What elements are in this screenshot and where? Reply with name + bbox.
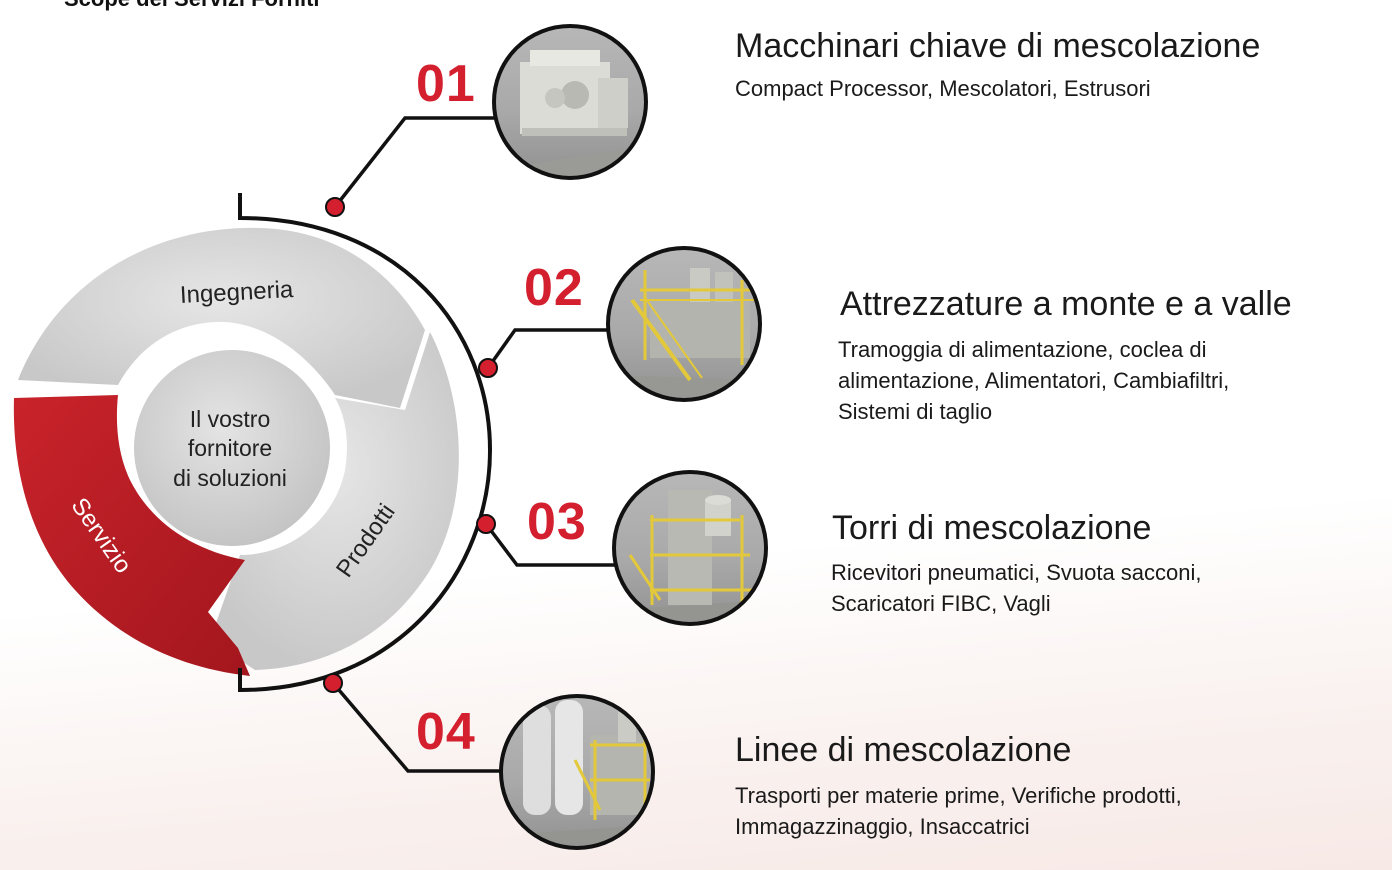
step-desc-02: Tramoggia di alimentazione, coclea di al…: [838, 334, 1229, 428]
center-line-1: Il vostro: [189, 406, 271, 432]
connectors: [331, 116, 628, 773]
segment-prodotti: [210, 332, 459, 670]
step-desc-03-line-2: Scaricatori FIBC, Vagli: [831, 591, 1051, 617]
center-line-3: di soluzioni: [173, 464, 287, 491]
step-title-02: Attrezzature a monte e a valle: [840, 285, 1292, 323]
step-number-04: 04: [416, 703, 476, 761]
step-title-04: Linee di mescolazione: [735, 731, 1072, 769]
step-title-01: Macchinari chiave di mescolazione: [735, 27, 1261, 65]
step-desc-04-line-1: Trasporti per materie prime, Verifiche p…: [735, 783, 1182, 808]
image-mixing-tower: [612, 470, 768, 626]
step-title-03: Torri di mescolazione: [832, 509, 1152, 547]
segment-servizio: [13, 395, 251, 676]
dot-02: [478, 358, 498, 378]
segment-ingegneria: [18, 227, 425, 408]
dot-04: [323, 673, 343, 693]
step-desc-01: Compact Processor, Mescolatori, Estrusor…: [735, 76, 1151, 101]
image-mixing-line: [499, 694, 655, 850]
step-number-01: 01: [416, 55, 476, 113]
image-compact-processor: [492, 24, 648, 180]
dot-03: [476, 514, 496, 534]
dot-01: [325, 197, 345, 217]
connector-dots: [323, 197, 498, 693]
step-desc-03-line-1: Ricevitori pneumatici, Svuota sacconi,: [831, 560, 1202, 585]
center-label: Il vostro fornitore di soluzioni: [130, 405, 330, 493]
step-desc-02-line-2: alimentazione, Alimentatori, Cambiafiltr…: [838, 368, 1230, 394]
step-desc-02-line-3: Sistemi di taglio: [838, 399, 993, 425]
outer-arc: [238, 193, 493, 693]
step-desc-04-line-2: Immagazzinaggio, Insaccatrici: [735, 814, 1030, 840]
connector-01: [333, 116, 512, 209]
connector-04: [331, 681, 512, 773]
step-desc-02-line-1: Tramoggia di alimentazione, coclea di: [838, 337, 1207, 362]
center-line-2: fornitore: [187, 435, 273, 462]
page-title: Scope dei Servizi Forniti: [64, 0, 320, 12]
cycle-diagram: Ingegneria Prodotti Servizio: [13, 227, 459, 676]
connector-03: [484, 522, 628, 567]
step-desc-03: Ricevitori pneumatici, Svuota sacconi, S…: [831, 557, 1202, 619]
connector-02: [486, 328, 625, 370]
step-number-03: 03: [527, 493, 587, 551]
step-number-02: 02: [524, 259, 584, 317]
step-desc-04: Trasporti per materie prime, Verifiche p…: [735, 780, 1182, 842]
segment-label-ingegneria: Ingegneria: [179, 276, 294, 309]
center-circle: [134, 350, 330, 546]
image-feeding-equipment: [606, 246, 762, 402]
